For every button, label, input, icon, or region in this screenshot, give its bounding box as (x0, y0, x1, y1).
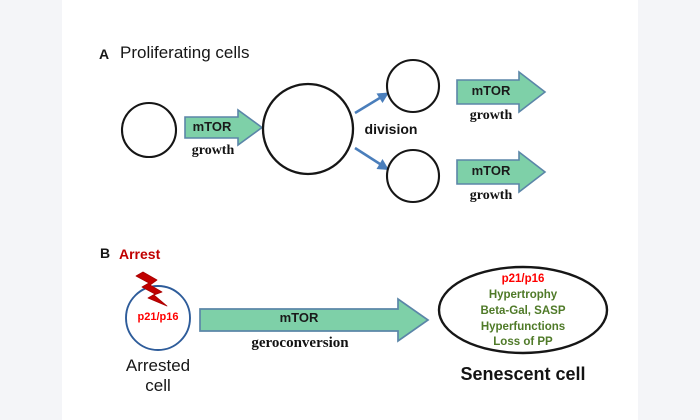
arrested-cell-caption-line1: Arrested (125, 356, 191, 375)
mtor-label-daughter-top: mTOR (471, 83, 511, 98)
arrest-lightning-bolt-icon (135, 271, 168, 307)
mtor-label-daughter-bottom: mTOR (471, 163, 511, 178)
proliferating-cell-start (120, 101, 178, 159)
panel-a-letter: A (99, 46, 110, 62)
division-arrow-down (354, 146, 389, 170)
mtor-growth-arrow-daughter-top (456, 70, 547, 114)
daughter-cell-top (385, 58, 441, 114)
panel-b-letter: B (100, 245, 111, 261)
mtor-geroconversion-arrow (199, 297, 430, 343)
senescent-marker-item: Hyperfunctions (480, 320, 566, 333)
senescent-cell-caption: Senescent cell (460, 364, 586, 384)
senescent-cell (437, 265, 609, 355)
mtor-label-main: mTOR (192, 119, 232, 134)
growth-label-daughter-top: growth (469, 108, 513, 123)
senescent-marker-item: Beta-Gal, SASP (480, 304, 566, 317)
arrested-cell-marker: p21/p16 (137, 311, 179, 323)
arrest-label: Arrest (119, 246, 161, 262)
senescent-marker-item: Loss of PP (493, 336, 553, 349)
mtor-growth-arrow-daughter-bottom (456, 150, 547, 194)
growth-label-daughter-bottom: growth (469, 188, 513, 203)
senescent-marker-item: Hypertrophy (488, 288, 558, 301)
panel-a-title: Proliferating cells (120, 43, 250, 62)
mtor-label-geroconversion: mTOR (279, 310, 319, 325)
senescent-cell-marker-list: p21/p16 Hypertrophy Beta-Gal, SASP Hyper… (441, 272, 605, 351)
division-label: division (364, 121, 418, 137)
growth-label-main: growth (191, 143, 235, 158)
mtor-growth-arrow-main (184, 108, 264, 147)
proliferating-cell-grown (261, 82, 355, 176)
arrested-cell-caption-line2: cell (145, 375, 171, 395)
geroconversion-label: geroconversion (251, 335, 349, 351)
arrested-cell (125, 285, 191, 351)
division-arrow-up (354, 92, 389, 115)
senescent-marker-item: p21/p16 (501, 273, 545, 285)
daughter-cell-bottom (385, 148, 441, 204)
